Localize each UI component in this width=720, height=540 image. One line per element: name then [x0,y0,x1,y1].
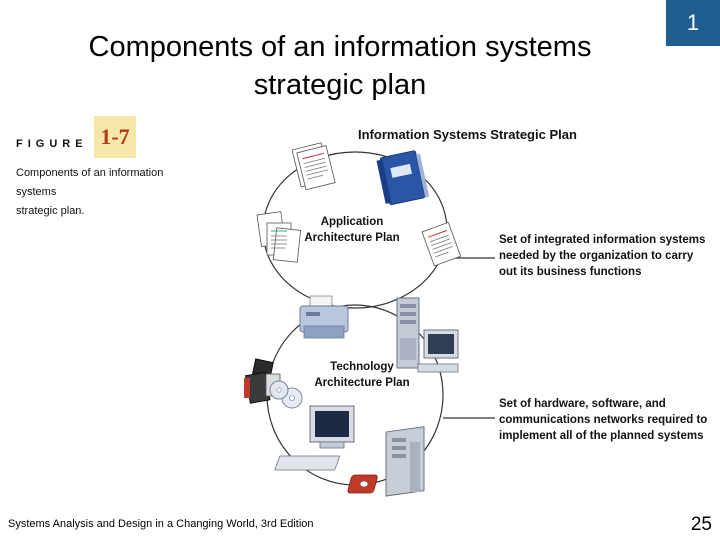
figure-caption-line-1: Components of an information systems [16,167,164,198]
document-stack-left-icon [256,211,302,263]
figure-caption-text: Components of an information systems str… [16,164,181,221]
application-plan-label-2: Architecture Plan [304,232,399,244]
figure-caption-line-2: strategic plan. [16,205,85,217]
technology-plan-label-2: Architecture Plan [314,377,409,389]
mouse-pad-icon [347,474,378,494]
cd-disk-icon [269,380,303,409]
printer-icon [299,295,349,339]
desktop-computer-icon [274,405,355,471]
diagram-heading: Information Systems Strategic Plan [358,127,577,142]
figure-label: FIGURE [16,138,88,150]
monitor-right-icon [417,329,459,373]
server-bottom-icon [385,426,425,497]
application-description-line-3: out its business functions [499,266,641,278]
binder-icon [376,150,430,206]
chapter-number-badge: 1 [666,0,720,46]
document-stack-icon [291,142,336,191]
application-plan-label-1: Application [321,216,384,228]
application-description-line-2: needed by the organization to carry [499,250,694,262]
application-description-line-1: Set of integrated information systems [499,234,705,246]
server-tower-icon [396,297,420,369]
document-right-icon [421,221,462,267]
technology-description-line-1: Set of hardware, software, and [499,398,666,410]
slide-title: Components of an information systems str… [40,28,640,104]
technology-description-line-2: communications networks required to [499,414,707,426]
technology-description-line-3: implement all of the planned systems [499,430,704,442]
network-equipment-icon [244,358,281,404]
slide-title-line-1: Components of an information systems [88,31,592,63]
page-number: 25 [690,514,712,535]
figure-number: 1-7 [94,116,136,158]
slide-footer: Systems Analysis and Design in a Changin… [8,518,314,530]
technology-plan-label-1: Technology [330,361,394,373]
slide-title-line-2: strategic plan [253,69,427,101]
